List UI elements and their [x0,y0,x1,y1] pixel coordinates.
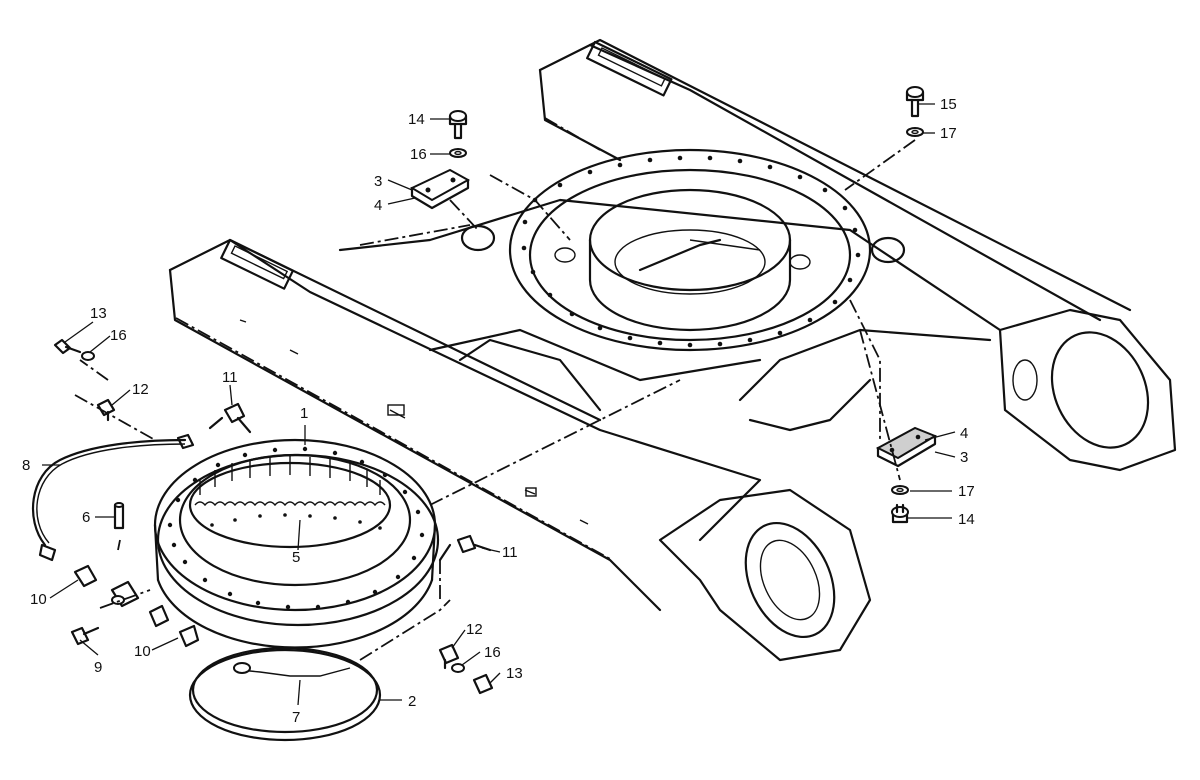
callout-3-lower: 3 [960,449,968,466]
callout-17-lower: 17 [958,483,975,500]
callout-12-upper: 12 [132,381,149,398]
callout-3-upper: 3 [374,173,382,190]
cover-plate-lower [875,426,938,468]
callout-13-lower: 13 [506,665,523,682]
washer-17-lower [891,485,909,495]
washer-16-upper [449,148,467,158]
callout-labels: 1 2 3 3 4 4 5 6 7 8 9 10 10 11 11 12 12 … [22,96,975,726]
grease-fitting-13-lower [472,673,494,695]
connector-10-upper [73,564,140,608]
grease-hose-8 [31,433,195,562]
connector-10-lower [148,604,200,648]
bolt-15 [905,86,925,118]
callout-13-upper: 13 [90,305,107,322]
callout-2: 2 [408,693,416,710]
callout-10-lower: 10 [134,643,151,660]
callout-14-lower: 14 [958,511,975,528]
callout-6: 6 [82,509,90,526]
callout-8: 8 [22,457,30,474]
fitting-6 [113,502,125,530]
callout-1: 1 [300,405,308,422]
bolt-14-upper [448,110,468,140]
callout-16-lower: 16 [484,644,501,661]
swing-circle-bearing [153,438,440,649]
bolt-14-lower [891,503,909,524]
cover-plate-upper [409,168,471,210]
callout-7: 7 [292,709,300,726]
callout-9: 9 [94,659,102,676]
callout-14-upper: 14 [408,111,425,128]
callout-11-upper: 11 [222,369,238,386]
elbow-12-lower [438,643,460,670]
grease-fitting-13-upper [53,338,82,355]
undercarriage-frame [168,38,1177,662]
frame-swing-circle-mount [460,148,906,352]
washer-17-upper [906,127,924,137]
callout-15: 15 [940,96,957,113]
callout-10-upper: 10 [30,591,47,608]
washer-16-lower [451,663,465,673]
swing-circle-seal-ring [188,646,382,742]
washer-16-left [81,351,95,361]
callout-17-upper: 17 [940,125,957,142]
callout-4-lower: 4 [960,425,968,442]
grease-nipple-9 [70,626,100,646]
callout-11-right: 11 [502,544,518,561]
callout-16-upper: 16 [410,146,427,163]
elbow-11-upper [208,402,252,434]
callout-16-left: 16 [110,327,127,344]
callout-4-upper: 4 [374,197,382,214]
callout-leaders [42,103,956,706]
callout-12-lower: 12 [466,621,483,638]
assembly-guide-lines [74,139,916,661]
callout-5: 5 [292,549,300,566]
